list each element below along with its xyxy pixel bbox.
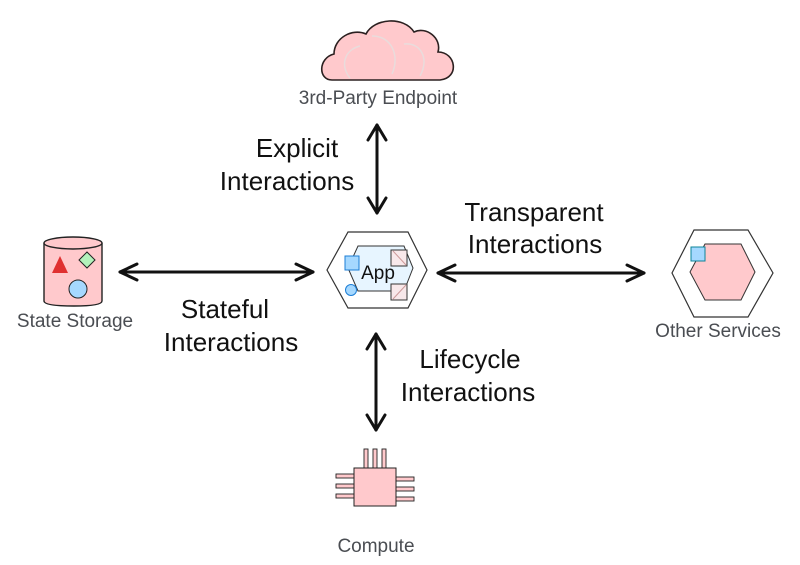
services-port-square-icon: [690, 246, 706, 262]
explicit-label-line2: Interactions: [220, 166, 354, 196]
circle-shape: [68, 279, 88, 299]
chip-icon: [335, 448, 415, 507]
app-port-circle-icon: [345, 284, 357, 296]
stateful-arrow: [118, 262, 315, 282]
transparent-label-line1: Transparent: [464, 197, 604, 227]
explicit-arrow: [366, 123, 388, 215]
transparent-arrow: [436, 263, 646, 283]
app-node[interactable]: App: [326, 231, 428, 309]
lifecycle-label-line1: Lifecycle: [419, 344, 520, 374]
cloud-icon: [320, 20, 455, 81]
services-inner-hexagon: [689, 243, 756, 301]
storage-label: State Storage: [17, 311, 133, 332]
stateful-label-line1: Stateful: [181, 294, 269, 324]
endpoint-node[interactable]: 3rd-Party Endpoint: [299, 20, 458, 109]
storage-node[interactable]: State Storage: [17, 236, 133, 332]
endpoint-label: 3rd-Party Endpoint: [299, 88, 458, 109]
app-hatched-box-icon: [390, 283, 408, 301]
transparent-label-line2: Interactions: [468, 229, 602, 259]
app-label: App: [361, 263, 395, 284]
triangle-shape: [52, 256, 68, 273]
services-node[interactable]: Other Services: [655, 229, 781, 342]
compute-label: Compute: [337, 536, 414, 557]
app-port-square-icon: [344, 255, 360, 271]
app-hatched-box-icon: [390, 249, 408, 267]
diamond-shape: [78, 251, 96, 269]
lifecycle-arrow: [365, 332, 387, 432]
lifecycle-label-line2: Interactions: [401, 377, 535, 407]
services-label: Other Services: [655, 321, 781, 342]
compute-node[interactable]: Compute: [335, 448, 415, 557]
explicit-label-line1: Explicit: [256, 133, 339, 163]
stateful-label-line2: Interactions: [164, 327, 298, 357]
database-cylinder-icon: [43, 236, 103, 307]
